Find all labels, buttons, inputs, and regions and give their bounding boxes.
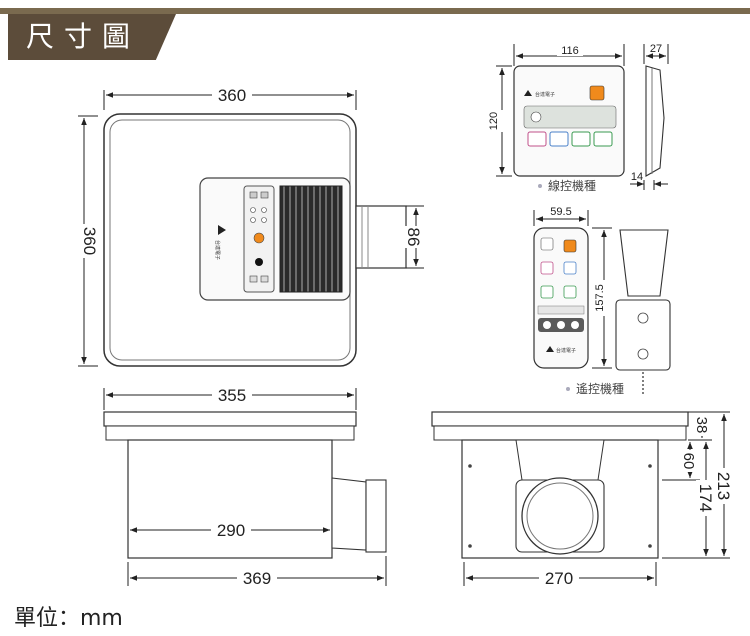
side-view: 355 290 369 <box>103 386 387 588</box>
dim-side-width: 355 <box>218 386 246 405</box>
dim-wired-depth: 27 <box>650 43 662 55</box>
dim-front-duct: 60 <box>680 453 697 470</box>
flange-front <box>431 411 689 427</box>
dim-wired-base: 14 <box>631 171 643 183</box>
wired-side <box>645 65 665 177</box>
wired-controller: 116 120 台達電子 線控機種 27 14 <box>488 43 669 193</box>
remote-power-icon <box>563 239 577 253</box>
remote-holder-top <box>619 229 669 297</box>
units-label: 單位：mm <box>14 606 123 631</box>
dim-duct-height: 86 <box>404 228 423 247</box>
page-title: 尺寸圖 <box>25 20 140 53</box>
front-view: 270 38 60 213 174 <box>431 411 734 588</box>
remote-holder <box>615 299 671 371</box>
brand-label-wired: 台達電子 <box>535 91 555 98</box>
brand-logo-icon <box>218 225 226 235</box>
duct-side <box>365 479 387 553</box>
brand-label-remote: 台達電子 <box>556 347 576 354</box>
remote-controller: 59.5 台達電子 157.5 遙控機種 <box>533 206 671 396</box>
body-side <box>127 439 333 559</box>
remote-caption: 遙控機種 <box>576 381 624 396</box>
wired-caption: 線控機種 <box>548 178 596 193</box>
top-view: 360 360 台達電子 86 <box>74 86 426 367</box>
power-button-icon <box>253 232 265 244</box>
dim-wired-width: 116 <box>561 45 579 57</box>
duct-outlet <box>355 205 407 269</box>
ir-sensor-icon <box>255 258 263 266</box>
dim-remote-height: 157.5 <box>594 284 606 312</box>
title-banner: 尺寸圖 <box>8 14 176 60</box>
dim-wired-height: 120 <box>488 112 500 130</box>
dim-front-width: 270 <box>545 569 573 588</box>
dim-front-total: 213 <box>714 472 733 500</box>
wired-power-icon <box>589 85 605 101</box>
duct-circle <box>521 477 599 555</box>
dim-front-body: 174 <box>696 484 715 512</box>
dim-side-total: 369 <box>243 569 271 588</box>
flange-side <box>103 411 357 427</box>
dim-front-flange: 38 <box>693 417 710 434</box>
air-grille <box>279 185 343 293</box>
brand-label-top: 台達電子 <box>214 240 221 260</box>
dim-side-body: 290 <box>217 521 245 540</box>
dim-top-height: 360 <box>80 227 99 255</box>
header-bar <box>0 8 750 14</box>
dim-top-width: 360 <box>218 86 246 105</box>
dim-remote-width: 59.5 <box>550 206 571 218</box>
